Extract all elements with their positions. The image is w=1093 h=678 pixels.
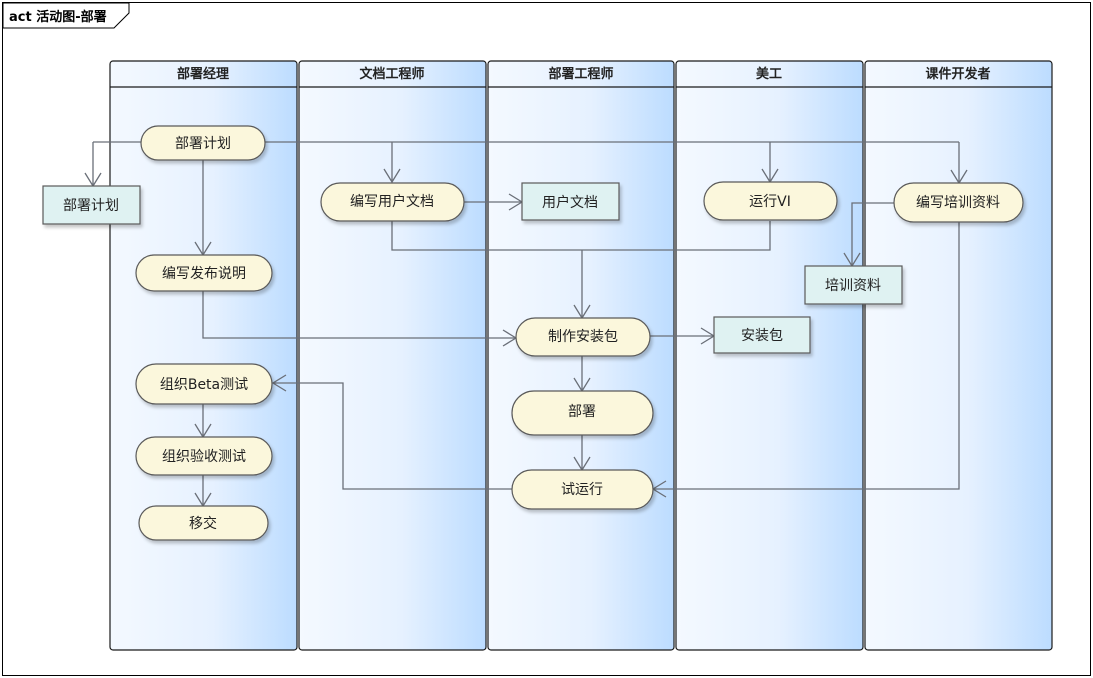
object-training-material[interactable]: 培训资料 <box>804 265 903 305</box>
activity-run-vi-label: 运行VI <box>749 194 791 210</box>
flow-trial-to-beta <box>271 374 512 490</box>
object-plan-doc[interactable]: 部署计划 <box>42 185 141 225</box>
activity-deploy-label: 部署 <box>568 404 596 420</box>
activity-acceptance-test[interactable]: 组织验收测试 <box>135 436 273 476</box>
lane-title-artist: 美工 <box>756 66 782 82</box>
activity-write-release[interactable]: 编写发布说明 <box>135 254 273 292</box>
flow-plan-to-userdoc-task <box>383 142 401 184</box>
diagram-title-tab: act 活动图-部署 <box>3 3 130 29</box>
object-install-package-label: 安装包 <box>741 328 783 344</box>
object-install-package[interactable]: 安装包 <box>713 316 811 354</box>
activity-beta-test-label: 组织Beta测试 <box>160 377 248 393</box>
activity-plan[interactable]: 部署计划 <box>140 125 266 161</box>
object-training-material-label: 培训资料 <box>825 278 881 294</box>
activity-write-training[interactable]: 编写培训资料 <box>893 182 1024 223</box>
flow-plan-to-plandoc <box>84 142 102 188</box>
lane-title-doc-engineer: 文档工程师 <box>359 66 424 82</box>
activity-write-training-label: 编写培训资料 <box>916 195 1000 211</box>
activity-write-user-doc[interactable]: 编写用户文档 <box>320 182 465 222</box>
activity-diagram: act 活动图-部署 部署经理 文档工程师 部署工程师 美工 课件开发者 <box>3 3 1053 651</box>
lane-title-deploy-engineer: 部署工程师 <box>548 66 613 82</box>
activity-run-vi[interactable]: 运行VI <box>703 181 838 221</box>
lane-title-course-developer: 课件开发者 <box>925 66 990 82</box>
object-nodes: 部署计划 用户文档 安装包 培训资料 <box>42 182 903 354</box>
activity-trial-run[interactable]: 试运行 <box>511 469 654 510</box>
activity-acceptance-test-label: 组织验收测试 <box>162 449 246 465</box>
flow-doc-vi-merge <box>391 221 771 251</box>
object-plan-doc-label: 部署计划 <box>63 198 119 214</box>
diagram-title: act 活动图-部署 <box>9 9 107 25</box>
activities: 部署计划 编写发布说明 组织Beta测试 组织验收测试 移交 编写用户文档 制作… <box>135 125 1024 541</box>
activity-plan-label: 部署计划 <box>175 136 231 152</box>
object-user-doc[interactable]: 用户文档 <box>521 182 620 221</box>
lane-title-manager: 部署经理 <box>177 66 229 82</box>
activity-beta-test[interactable]: 组织Beta测试 <box>135 363 273 405</box>
lane-manager: 部署经理 <box>109 60 298 651</box>
object-user-doc-label: 用户文档 <box>542 194 598 211</box>
activity-handover[interactable]: 移交 <box>138 505 269 541</box>
activity-deploy[interactable]: 部署 <box>511 390 654 436</box>
activity-write-release-label: 编写发布说明 <box>162 266 246 282</box>
activity-handover-label: 移交 <box>189 515 217 532</box>
activity-write-user-doc-label: 编写用户文档 <box>350 193 434 210</box>
activity-build-package[interactable]: 制作安装包 <box>515 317 651 357</box>
activity-trial-run-label: 试运行 <box>561 482 603 498</box>
activity-build-package-label: 制作安装包 <box>548 329 618 345</box>
